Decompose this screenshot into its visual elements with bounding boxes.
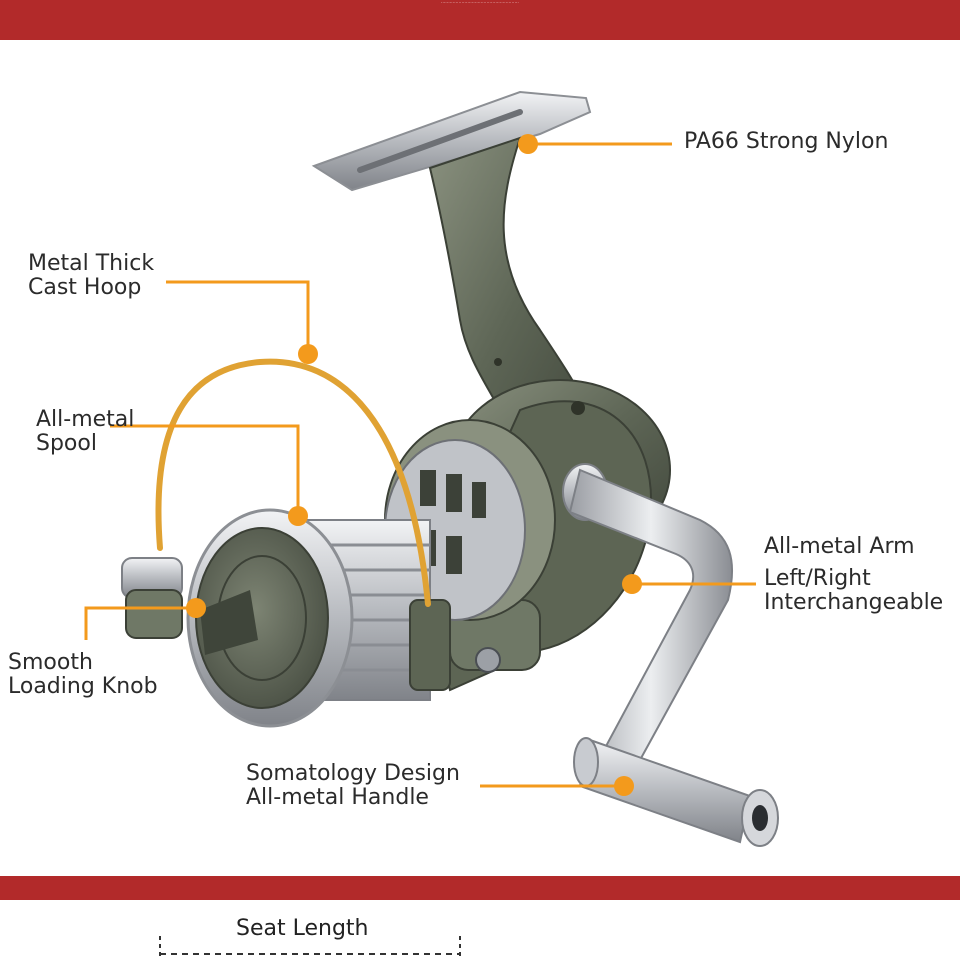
- label-line: PA66 Strong Nylon: [684, 129, 889, 154]
- bail-arm: [121, 557, 451, 691]
- label-line: Cast Hoop: [28, 275, 142, 300]
- reel-spool: [186, 508, 431, 728]
- label-line: Loading Knob: [8, 674, 158, 699]
- label-smooth-loading-knob: Smooth Loading Knob: [8, 651, 158, 699]
- dot-arm: [622, 574, 642, 594]
- dot-spool: [288, 506, 308, 526]
- crank-arm: [562, 463, 734, 762]
- dot-hoop: [298, 344, 318, 364]
- dot-nylon: [518, 134, 538, 154]
- label-line: All-metal Handle: [246, 785, 429, 810]
- callout-lines: [84, 142, 756, 788]
- crank-handle: [573, 737, 779, 847]
- leader-knob: [84, 606, 196, 640]
- reel-diagram: [0, 40, 960, 876]
- label-line: All-metal Arm: [764, 534, 915, 559]
- label-somatology-design-handle: Somatology Design All-metal Handle: [246, 762, 460, 810]
- label-all-metal-spool: All-metal Spool: [36, 408, 134, 456]
- reel-foot: [311, 90, 592, 192]
- label-line: Spool: [36, 431, 97, 456]
- leader-hoop: [166, 280, 310, 352]
- seat-length-bracket: [159, 936, 461, 960]
- label-line: Smooth: [8, 650, 93, 675]
- dot-knob: [186, 598, 206, 618]
- seat-length-title: Seat Length: [236, 916, 369, 941]
- label-line: Interchangeable: [764, 590, 944, 615]
- label-metal-thick-cast-hoop: Metal Thick Cast Hoop: [28, 252, 154, 300]
- label-line: Somatology Design: [246, 761, 460, 786]
- callout-dots: [186, 134, 642, 796]
- top-banner: ········································…: [0, 0, 960, 40]
- label-line: Left/Right: [764, 566, 871, 591]
- label-pa66-strong-nylon: PA66 Strong Nylon: [684, 130, 888, 154]
- label-all-metal-arm: All-metal Arm Left/Right Interchangeable: [764, 535, 943, 615]
- label-line: All-metal: [36, 407, 135, 432]
- leader-spool: [110, 424, 300, 514]
- fishing-reel-illustration: [84, 90, 779, 847]
- dot-handle: [614, 776, 634, 796]
- divider-banner: [0, 876, 960, 900]
- banner-fine-print: ········································…: [441, 0, 519, 5]
- label-line: Metal Thick: [28, 251, 155, 276]
- bail-hoop: [155, 358, 431, 607]
